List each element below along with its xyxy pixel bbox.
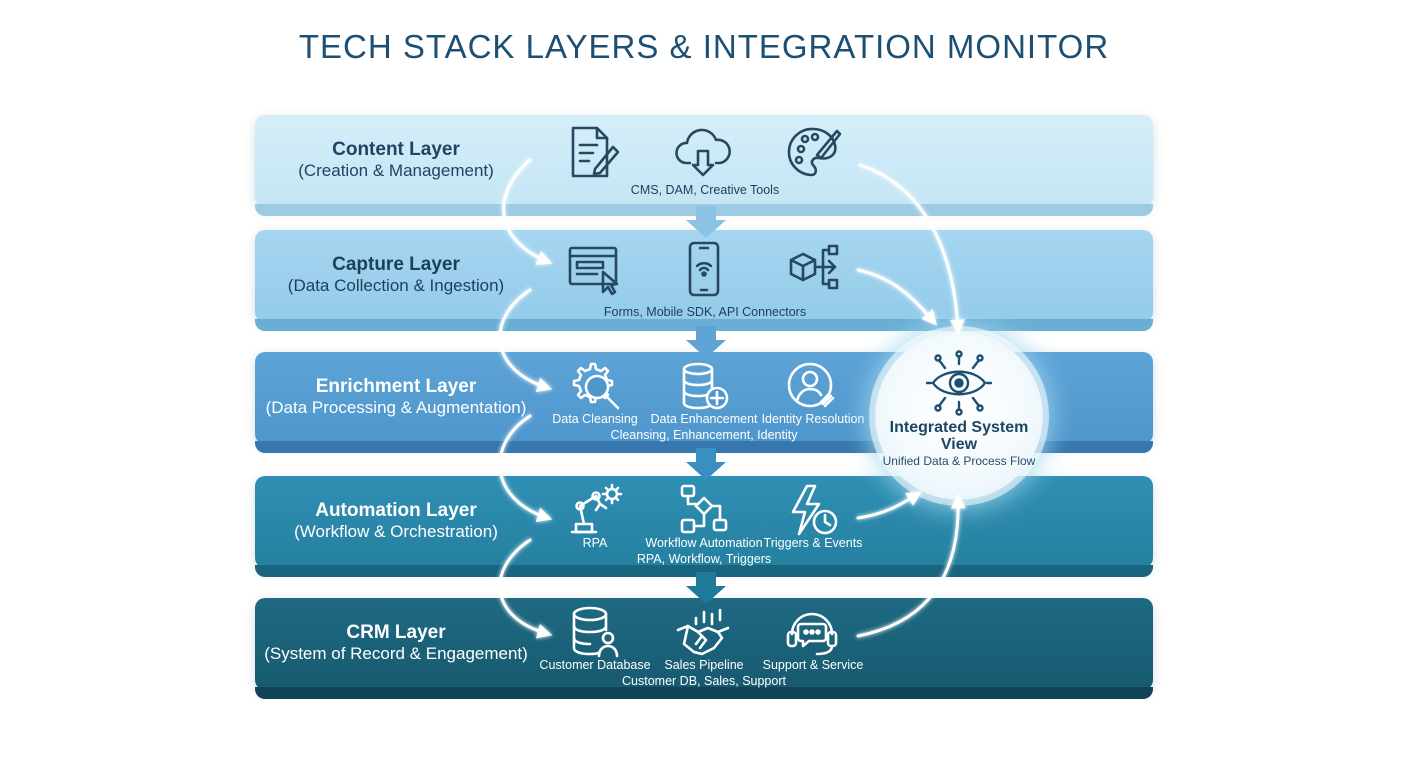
palette-icon bbox=[785, 123, 843, 181]
handshake-icon bbox=[674, 604, 732, 662]
eye-network-icon bbox=[925, 350, 993, 416]
headset-icon bbox=[783, 604, 841, 662]
down-arrow-1 bbox=[686, 206, 726, 238]
down-arrow-3 bbox=[686, 448, 726, 480]
document-edit-icon bbox=[565, 123, 623, 181]
icon-label: Customer Database bbox=[539, 658, 651, 672]
layer-name: Automation Layer bbox=[315, 500, 477, 521]
hub-subtitle: Unified Data & Process Flow bbox=[882, 454, 1036, 468]
layer-name: CRM Layer bbox=[346, 622, 446, 643]
down-arrow-2 bbox=[686, 326, 726, 358]
gear-search-icon bbox=[566, 358, 624, 416]
layer-subtitle: (Data Collection & Ingestion) bbox=[287, 276, 505, 295]
robot-arm-icon bbox=[566, 482, 624, 540]
integrated-system-view[interactable]: Integrated System View Unified Data & Pr… bbox=[875, 332, 1043, 500]
automation-layer[interactable]: Automation Layer (Workflow & Orchestrati… bbox=[255, 476, 1153, 577]
layer-subtitle: (Creation & Management) bbox=[298, 161, 494, 180]
layer-summary: Customer DB, Sales, Support bbox=[622, 674, 786, 688]
workflow-icon bbox=[674, 482, 732, 540]
layer-subtitle: (System of Record & Engagement) bbox=[264, 644, 528, 663]
layer-name: Content Layer bbox=[332, 139, 460, 160]
mobile-wifi-icon bbox=[675, 240, 733, 298]
page-title: TECH STACK LAYERS & INTEGRATION MONITOR bbox=[298, 28, 1110, 65]
layer-name: Enrichment Layer bbox=[315, 376, 477, 397]
icon-label: Workflow Automation bbox=[645, 536, 763, 550]
icon-label: Sales Pipeline bbox=[664, 658, 744, 672]
identity-user-icon bbox=[783, 358, 841, 416]
down-arrow-4 bbox=[686, 572, 726, 604]
layer-summary: Forms, Mobile SDK, API Connectors bbox=[603, 305, 807, 319]
capture-layer[interactable]: Capture Layer (Data Collection & Ingesti… bbox=[255, 230, 1153, 331]
lightning-clock-icon bbox=[783, 482, 841, 540]
database-plus-icon bbox=[674, 358, 732, 416]
icon-label: Support & Service bbox=[762, 658, 864, 672]
icon-label: Data Cleansing bbox=[552, 412, 638, 426]
cloud-download-icon bbox=[674, 123, 732, 181]
web-form-icon bbox=[565, 240, 623, 298]
customer-database-icon bbox=[566, 604, 624, 662]
icon-label: Identity Resolution bbox=[761, 412, 865, 426]
layer-subtitle: (Data Processing & Augmentation) bbox=[265, 398, 527, 417]
api-cube-icon bbox=[785, 240, 843, 298]
icon-label: Triggers & Events bbox=[763, 536, 863, 550]
layer-summary: Cleansing, Enhancement, Identity bbox=[610, 428, 798, 442]
icon-label: RPA bbox=[582, 536, 608, 550]
layer-name: Capture Layer bbox=[332, 254, 460, 275]
layer-summary: CMS, DAM, Creative Tools bbox=[630, 183, 780, 197]
content-layer[interactable]: Content Layer (Creation & Management) CM… bbox=[255, 115, 1153, 216]
hub-title: Integrated System View bbox=[889, 419, 1029, 453]
icon-label: Data Enhancement bbox=[650, 412, 758, 426]
crm-layer[interactable]: CRM Layer (System of Record & Engagement… bbox=[255, 598, 1153, 699]
layer-summary: RPA, Workflow, Triggers bbox=[636, 552, 772, 566]
layer-base bbox=[255, 687, 1153, 699]
layer-subtitle: (Workflow & Orchestration) bbox=[294, 522, 498, 541]
